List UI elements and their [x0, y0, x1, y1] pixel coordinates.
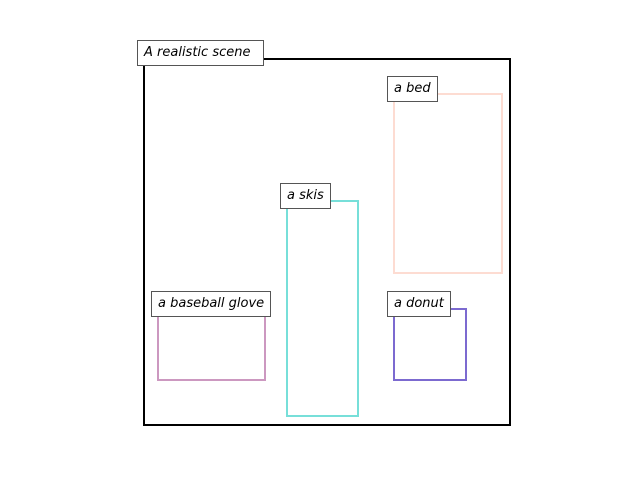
- donut-box: [393, 308, 467, 381]
- baseball-glove-box: [157, 308, 266, 381]
- scene-frame: [143, 58, 511, 426]
- bed-label: a bed: [387, 76, 438, 102]
- skis-label: a skis: [280, 183, 331, 209]
- scene-title-label: A realistic scene: [137, 40, 264, 66]
- bed-box: [393, 93, 503, 274]
- skis-box: [286, 200, 359, 417]
- donut-label: a donut: [387, 291, 451, 317]
- baseball-glove-label: a baseball glove: [151, 291, 272, 317]
